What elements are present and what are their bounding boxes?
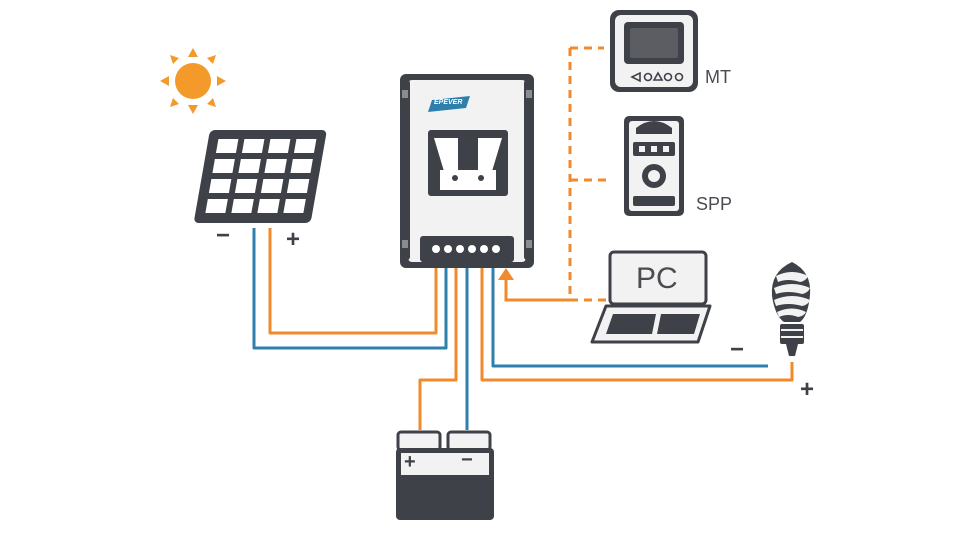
- battery-positive-wire: [418, 268, 458, 430]
- spp-module-icon: [624, 116, 684, 216]
- charge-controller-icon: [400, 74, 534, 268]
- battery-negative-sign: −: [461, 449, 473, 471]
- panel-negative-wire: [252, 228, 448, 350]
- mt-label: MT: [705, 67, 731, 87]
- light-bulb-icon: [771, 262, 811, 356]
- spp-label: SPP: [696, 194, 733, 214]
- load-negative-wire: [491, 268, 768, 368]
- sun-icon: [160, 48, 226, 114]
- remote-meter-icon: [610, 10, 698, 92]
- comm-return-line: [504, 278, 570, 302]
- panel-positive-sign: +: [286, 226, 301, 253]
- solar-panel-icon: [194, 130, 327, 223]
- wires: [252, 228, 794, 430]
- comm-lines: [568, 46, 612, 302]
- panel-positive-wire: [268, 228, 438, 335]
- laptop-icon: [590, 250, 712, 344]
- battery-positive-sign: +: [404, 451, 416, 473]
- battery-icon: [396, 430, 494, 520]
- brand-logo-text: EPEVER: [434, 99, 463, 106]
- load-positive-sign: +: [800, 376, 815, 403]
- load-positive-wire: [480, 268, 794, 382]
- load-negative-sign: −: [730, 336, 745, 363]
- brand-badge: [428, 96, 470, 112]
- comm-arrow-icon: [498, 268, 514, 280]
- panel-negative-sign: −: [216, 222, 231, 249]
- pc-label: PC: [636, 262, 678, 295]
